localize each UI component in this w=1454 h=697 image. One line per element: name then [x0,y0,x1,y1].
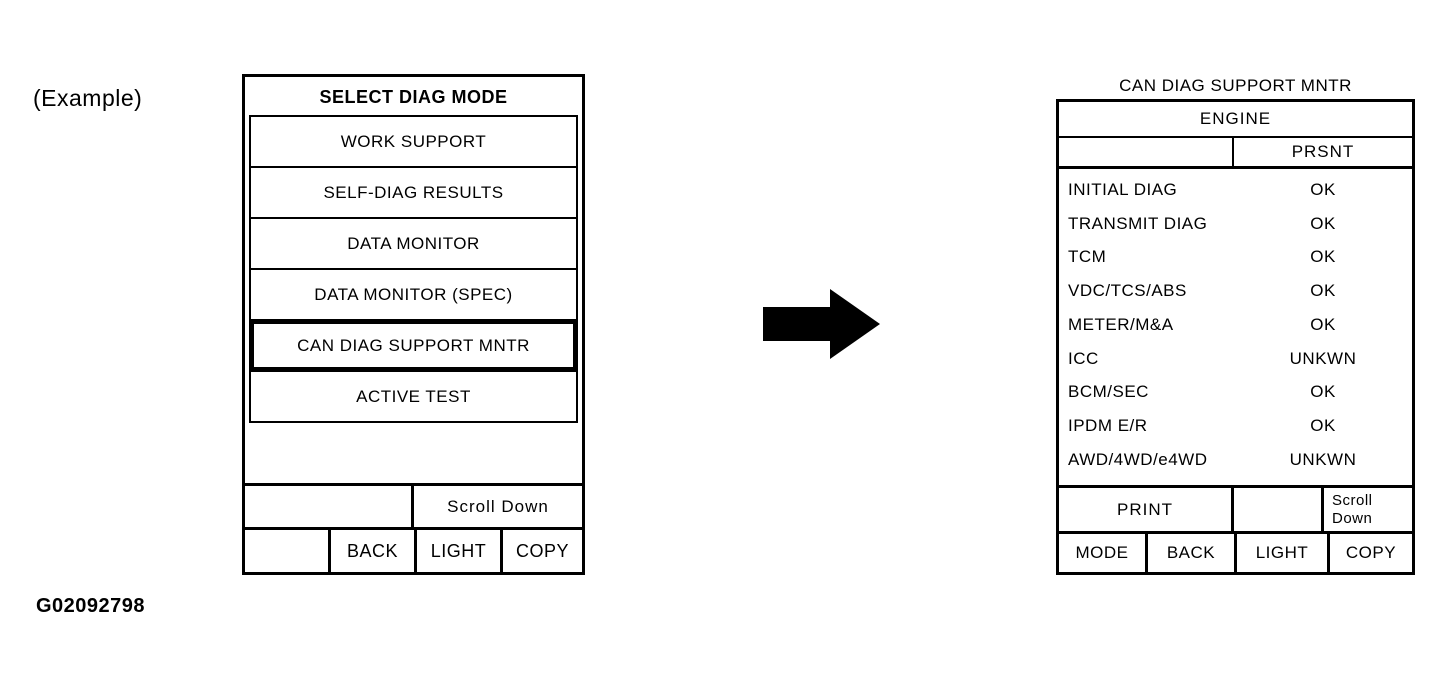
back-button[interactable]: BACK [1145,534,1234,572]
monitor-item-label: INITIAL DIAG [1068,179,1178,199]
monitor-item-label: METER/M&A [1068,314,1174,334]
table-row: METER/M&A OK [1059,315,1412,335]
system-header: ENGINE [1059,102,1412,138]
function-key-row: MODE BACK LIGHT COPY [1059,531,1412,572]
diag-mode-item[interactable]: DATA MONITOR [249,217,578,270]
table-row: IPDM E/R OK [1059,416,1412,436]
diag-mode-item[interactable]: WORK SUPPORT [249,115,578,168]
table-row: VDC/TCS/ABS OK [1059,281,1412,301]
result-screen-title: CAN DIAG SUPPORT MNTR [1119,76,1352,95]
table-row: AWD/4WD/e4WD UNKWN [1059,450,1412,470]
monitor-status-table: INITIAL DIAG OK TRANSMIT DIAG OK TCM OK … [1059,169,1412,481]
monitor-status-value: OK [1310,213,1336,233]
table-row: TRANSMIT DIAG OK [1059,214,1412,234]
screen-title: SELECT DIAG MODE [319,86,508,107]
figure-id-label: G02092798 [36,595,146,617]
right-arrow-icon [763,289,880,359]
monitor-status-value: OK [1310,416,1336,436]
monitor-item-label: TRANSMIT DIAG [1068,213,1208,233]
column-header-row: PRSNT [1059,138,1412,169]
can-diag-support-mntr-screen: ENGINE PRSNT INITIAL DIAG OK TRANSMIT DI… [1056,99,1415,575]
empty-cell [245,486,414,527]
copy-button[interactable]: COPY [1327,534,1412,572]
scroll-row: PRINT Scroll Down [1059,485,1412,531]
monitor-status-value: OK [1310,179,1336,199]
back-button[interactable]: BACK [328,530,414,572]
monitor-item-label: AWD/4WD/e4WD [1068,450,1208,469]
monitor-item-label: VDC/TCS/ABS [1068,281,1187,301]
monitor-item-label: TCM [1068,247,1107,267]
monitor-item-label: IPDM E/R [1068,416,1148,436]
diag-mode-menu: WORK SUPPORT SELF-DIAG RESULTS DATA MONI… [249,115,578,423]
copy-button[interactable]: COPY [500,530,582,572]
empty-cell [1234,488,1324,531]
diag-mode-item[interactable]: CAN DIAG SUPPORT MNTR [249,319,578,372]
light-button[interactable]: LIGHT [414,530,500,572]
table-row: TCM OK [1059,247,1412,267]
prsnt-column-header: PRSNT [1291,142,1355,161]
diag-mode-item[interactable]: ACTIVE TEST [249,370,578,423]
table-row: BCM/SEC OK [1059,382,1412,402]
scroll-down-button[interactable]: Scroll Down [1332,492,1373,527]
monitor-status-value: OK [1310,281,1336,301]
empty-header-cell [1059,138,1234,166]
mode-button[interactable]: MODE [1075,543,1129,562]
light-button[interactable]: LIGHT [1234,534,1327,572]
diag-mode-item[interactable]: DATA MONITOR (SPEC) [249,268,578,321]
scroll-down-button[interactable]: Scroll Down [447,496,549,516]
select-diag-mode-screen: SELECT DIAG MODE WORK SUPPORT SELF-DIAG … [242,74,585,575]
monitor-status-value: OK [1310,314,1336,334]
monitor-item-label: BCM/SEC [1068,382,1149,402]
diag-mode-item[interactable]: SELF-DIAG RESULTS [249,166,578,219]
example-caption: (Example) [33,85,143,111]
monitor-status-value: OK [1310,247,1336,267]
print-button[interactable]: PRINT [1059,488,1234,531]
monitor-status-value: UNKWN [1289,348,1357,368]
monitor-item-label: ICC [1068,348,1099,368]
scroll-row: Scroll Down [245,483,582,527]
monitor-status-value: OK [1310,382,1336,402]
empty-key [245,530,328,572]
table-row: INITIAL DIAG OK [1059,180,1412,200]
monitor-status-value: UNKWN [1289,450,1357,469]
table-row: ICC UNKWN [1059,349,1412,369]
function-key-row: BACK LIGHT COPY [245,527,582,572]
